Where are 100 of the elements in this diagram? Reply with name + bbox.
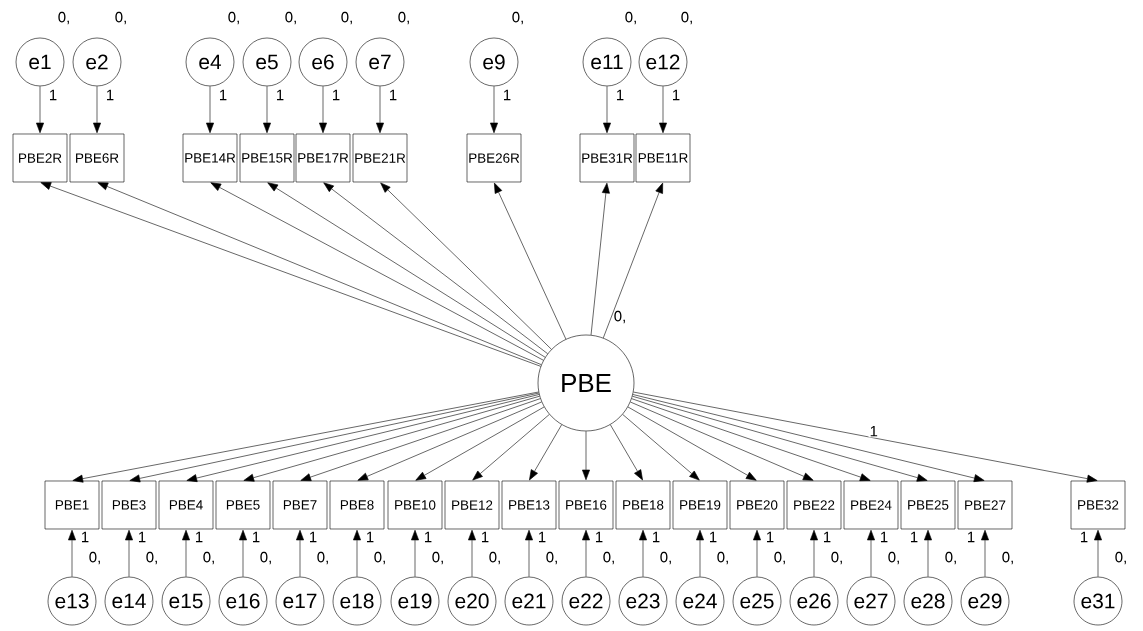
arrow: [494, 182, 567, 340]
arrow: [696, 529, 704, 577]
arrow: [357, 401, 542, 481]
edge-label: 1: [764, 530, 776, 544]
arrow: [639, 529, 647, 577]
arrow: [810, 529, 818, 577]
value-label: 0,: [614, 310, 625, 324]
value-label: 0,: [146, 551, 157, 565]
arrow: [631, 398, 871, 481]
edge-label: 1: [670, 88, 682, 102]
arrow: [603, 86, 611, 134]
variable-box: PBE26R: [466, 133, 522, 183]
edge-label: 1: [593, 530, 605, 544]
edge-label: 1: [868, 425, 879, 438]
arrow: [753, 529, 761, 577]
value-label: 0,: [512, 11, 523, 25]
value-label: 0,: [603, 551, 614, 565]
arrow: [296, 529, 304, 577]
value-label: 0,: [203, 551, 214, 565]
edge-label: 1: [965, 530, 977, 544]
value-label: 0,: [546, 551, 557, 565]
arrow: [186, 394, 540, 482]
arrow: [93, 86, 101, 134]
arrow: [210, 182, 544, 361]
arrow: [267, 182, 546, 358]
arrow: [582, 431, 590, 481]
variable-box: PBE11R: [635, 133, 691, 183]
arrow: [981, 529, 989, 577]
edge-label: 1: [878, 530, 890, 544]
value-label: 0,: [1002, 551, 1013, 565]
variable-box: PBE12: [444, 480, 500, 530]
arrow: [125, 529, 133, 577]
arrow: [590, 182, 610, 336]
arrow: [610, 424, 643, 481]
variable-box: PBE32: [1070, 480, 1126, 530]
arrow: [627, 406, 757, 481]
value-label: 0,: [625, 11, 636, 25]
edge-label: 1: [250, 530, 262, 544]
arrow: [353, 529, 361, 577]
edge-label: 1: [79, 530, 91, 544]
arrow: [182, 529, 190, 577]
value-label: 0,: [398, 11, 409, 25]
variable-box: PBE2R: [12, 133, 68, 183]
value-label: 0,: [341, 11, 352, 25]
arrow: [36, 86, 44, 134]
variable-box: PBE4: [158, 480, 214, 530]
edge-label: 1: [1078, 530, 1090, 544]
arrow: [206, 86, 214, 134]
variable-box: PBE13: [501, 480, 557, 530]
edge-label: 1: [821, 530, 833, 544]
variable-box: PBE24: [843, 480, 899, 530]
arrow: [243, 395, 540, 482]
edge-label: 1: [104, 88, 116, 102]
arrow: [632, 395, 928, 482]
arrow: [411, 529, 419, 577]
edge-label: 1: [136, 530, 148, 544]
arrow: [376, 86, 384, 134]
arrow: [582, 529, 590, 577]
edge-label: 1: [274, 88, 286, 102]
arrow: [924, 529, 932, 577]
value-label: 0,: [374, 551, 385, 565]
variable-box: PBE22: [786, 480, 842, 530]
value-label: 0,: [115, 11, 126, 25]
value-label: 0,: [432, 551, 443, 565]
arrow: [529, 424, 562, 481]
variable-box: PBE25: [900, 480, 956, 530]
arrow: [468, 529, 476, 577]
variable-box: PBE14R: [182, 133, 238, 183]
edge-label: 1: [330, 88, 342, 102]
value-label: 0,: [660, 551, 671, 565]
value-label: 0,: [831, 551, 842, 565]
edge-label: 1: [387, 88, 399, 102]
arrow: [633, 391, 1098, 483]
edge-label: 1: [614, 88, 626, 102]
variable-box: PBE16: [558, 480, 614, 530]
edge-label: 1: [707, 530, 719, 544]
arrow: [323, 182, 548, 354]
edge-label: 1: [307, 530, 319, 544]
arrow: [659, 86, 667, 134]
edge-label: 1: [47, 88, 59, 102]
variable-box: PBE21R: [352, 133, 408, 183]
arrow: [472, 414, 550, 481]
edge-label: 1: [501, 88, 513, 102]
variable-box: PBE19: [672, 480, 728, 530]
variable-box: PBE3: [101, 480, 157, 530]
arrow: [263, 86, 271, 134]
arrow: [380, 182, 552, 350]
variable-box: PBE1: [44, 480, 100, 530]
arrow: [632, 394, 985, 482]
value-label: 0,: [228, 11, 239, 25]
value-label: 0,: [317, 551, 328, 565]
value-label: 0,: [285, 11, 296, 25]
arrow: [415, 406, 545, 481]
variable-box: PBE8: [329, 480, 385, 530]
arrow: [603, 182, 663, 339]
arrow: [68, 529, 76, 577]
variable-box: PBE5: [215, 480, 271, 530]
arrow: [300, 398, 541, 481]
edge-label: 1: [479, 530, 491, 544]
edge-label: 1: [193, 530, 205, 544]
